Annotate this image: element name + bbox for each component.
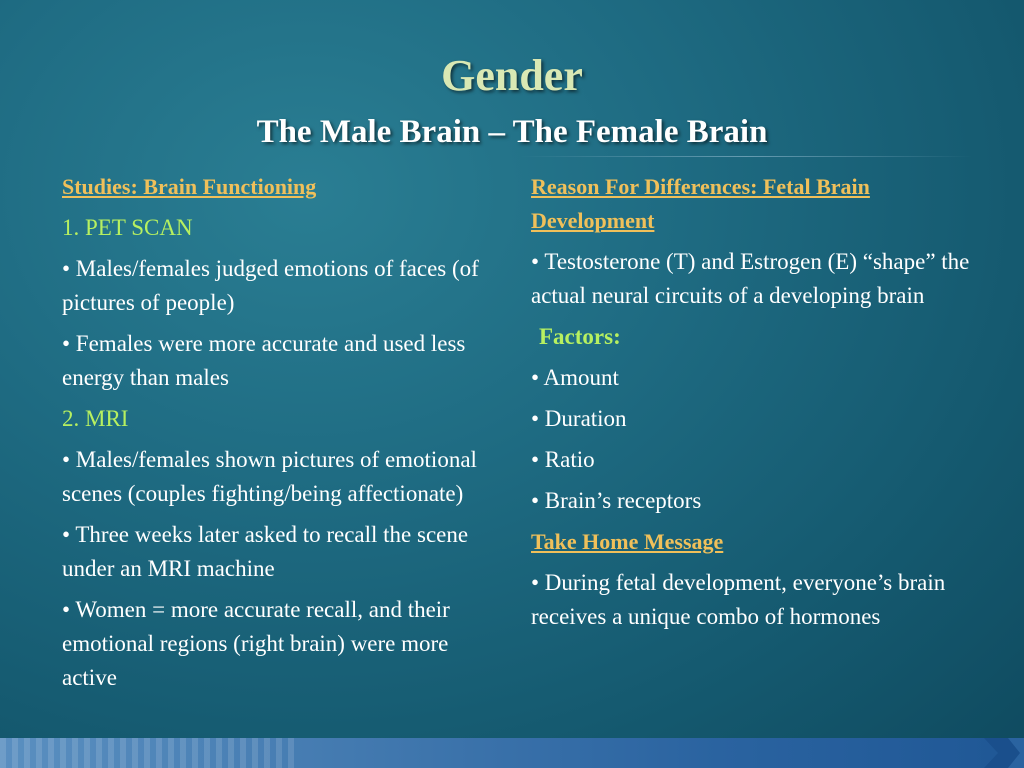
- slide-title: Gender: [441, 51, 583, 100]
- footer-stripes: [0, 738, 300, 768]
- factor-receptors: • Brain’s receptors: [531, 488, 702, 513]
- mri-point-3: • Women = more accurate recall, and thei…: [62, 597, 450, 690]
- right-column-heading: Reason For Differences: Fetal Brain Deve…: [531, 174, 870, 233]
- title-divider: [520, 156, 972, 157]
- pet-scan-label: 1. PET SCAN: [62, 215, 193, 240]
- pet-scan-point-1: • Males/females judged emotions of faces…: [62, 256, 479, 315]
- hormone-point: • Testosterone (T) and Estrogen (E) “sha…: [531, 249, 970, 308]
- slide-subtitle: The Male Brain – The Female Brain: [256, 114, 768, 150]
- pet-scan-point-2: • Females were more accurate and used le…: [62, 331, 466, 390]
- left-column: Studies: Brain Functioning 1. PET SCAN •…: [62, 170, 502, 702]
- take-home-point: • During fetal development, everyone’s b…: [531, 570, 946, 629]
- factor-duration: • Duration: [531, 406, 627, 431]
- mri-label: 2. MRI: [62, 406, 129, 431]
- mri-point-1: • Males/females shown pictures of emotio…: [62, 447, 477, 506]
- mri-point-2: • Three weeks later asked to recall the …: [62, 522, 469, 581]
- corner-arrow-icon: [984, 738, 1024, 768]
- take-home-heading: Take Home Message: [531, 529, 724, 554]
- factor-amount: • Amount: [531, 365, 619, 390]
- right-column: Reason For Differences: Fetal Brain Deve…: [531, 170, 971, 641]
- left-column-heading: Studies: Brain Functioning: [62, 174, 317, 199]
- footer-bar: [0, 738, 1024, 768]
- factor-ratio: • Ratio: [531, 447, 595, 472]
- factors-label: Factors:: [539, 324, 621, 349]
